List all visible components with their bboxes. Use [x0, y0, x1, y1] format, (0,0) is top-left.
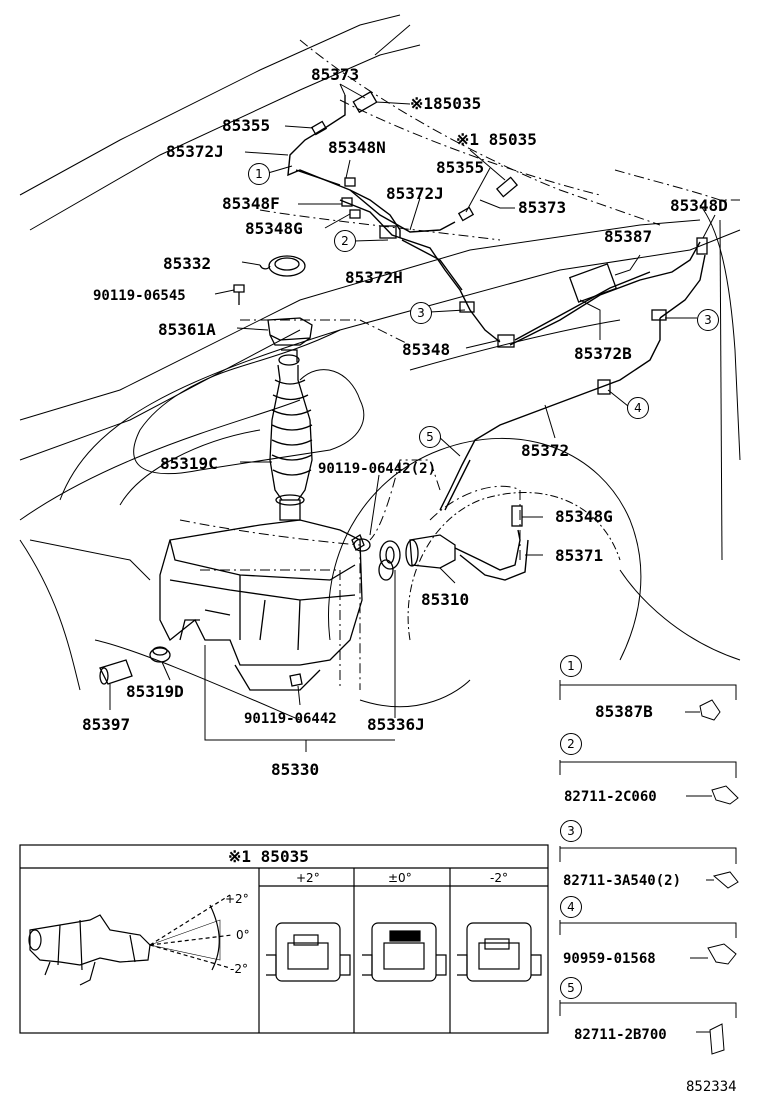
callout-3-left: 3 [410, 302, 432, 324]
inset-col-zero: ±0° [388, 871, 412, 885]
list-82711-2C060: 82711-2C060 [564, 789, 657, 805]
list-90959-01568: 90959-01568 [563, 951, 656, 967]
label-85372H: 85372H [345, 268, 403, 287]
list-85387B: 85387B [595, 702, 653, 721]
inset-col-minus2: -2° [490, 871, 508, 885]
inset-views [266, 922, 542, 982]
label-85397: 85397 [82, 715, 131, 734]
label-90119-06442-2: 90119-06442(2) [318, 461, 437, 477]
label-85319D: 85319D [126, 682, 184, 701]
callout-2: 2 [334, 230, 356, 252]
label-85348: 85348 [402, 340, 451, 359]
label-85355-left: 85355 [222, 116, 271, 135]
inset-angle-plus: +2° [225, 892, 249, 906]
label-85372J-left: 85372J [166, 142, 224, 161]
hoses [287, 95, 706, 581]
inset-angle-zero: 0° [236, 928, 250, 942]
label-85330: 85330 [271, 760, 320, 779]
inset-col-plus2: +2° [296, 871, 320, 885]
label-85373-right: 85373 [518, 198, 567, 217]
label-85336J: 85336J [367, 715, 425, 734]
small-parts [99, 255, 395, 687]
list-callout-5: 5 [560, 977, 582, 999]
label-85371: 85371 [555, 546, 604, 565]
body-outline [19, 14, 741, 721]
label-85332: 85332 [163, 254, 212, 273]
label-85319C: 85319C [160, 454, 218, 473]
reservoir-tank [159, 349, 363, 691]
label-85348F: 85348F [222, 194, 280, 213]
inset-angle-minus: -2° [230, 962, 248, 976]
callout-1: 1 [248, 163, 270, 185]
label-90119-06442: 90119-06442 [244, 711, 337, 727]
label-90119-06545: 90119-06545 [93, 288, 186, 304]
label-85348D: 85348D [670, 196, 728, 215]
catalog-number: 852334 [686, 1079, 737, 1095]
parts-list-boxes [559, 680, 739, 1055]
label-85372: 85372 [521, 441, 570, 460]
label-85361A: 85361A [158, 320, 216, 339]
callout-5: 5 [419, 426, 441, 448]
inset-box [19, 844, 549, 1034]
list-callout-1: 1 [560, 655, 582, 677]
label-85348N: 85348N [328, 138, 386, 157]
list-82711-3A540: 82711-3A540(2) [563, 873, 682, 889]
washer-pump [353, 534, 456, 581]
callout-4: 4 [627, 397, 649, 419]
list-callout-3: 3 [560, 820, 582, 842]
inset-title: ※1 85035 [228, 847, 309, 866]
label-85348G-top: 85348G [245, 219, 303, 238]
fittings [310, 90, 708, 527]
list-callout-2: 2 [560, 733, 582, 755]
label-85355-right: 85355 [436, 158, 485, 177]
label-85372J-right: 85372J [386, 184, 444, 203]
label-85373-top: 85373 [311, 65, 360, 84]
list-82711-2B700: 82711-2B700 [574, 1027, 667, 1043]
label-85310: 85310 [421, 590, 470, 609]
label-85035-top: ※185035 [410, 94, 482, 113]
callout-3-right: 3 [697, 309, 719, 331]
label-85387: 85387 [604, 227, 653, 246]
label-85035-mid: ※1 85035 [456, 130, 537, 149]
list-callout-4: 4 [560, 896, 582, 918]
inset-nozzle [28, 894, 233, 986]
label-85372B: 85372B [574, 344, 632, 363]
leader-lines [109, 83, 716, 752]
label-85348G-low: 85348G [555, 507, 613, 526]
